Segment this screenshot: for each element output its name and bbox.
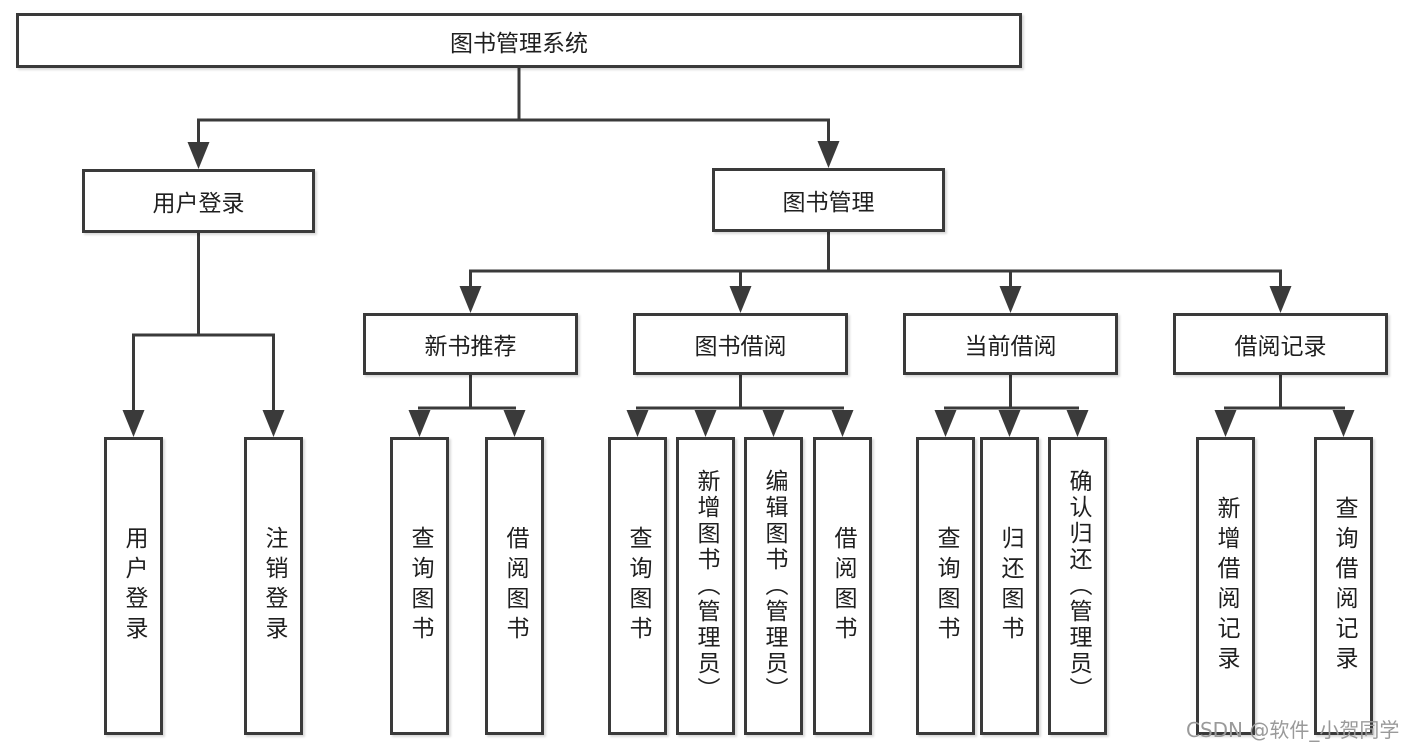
- node-leaf-logout: 注销登录: [244, 437, 303, 735]
- leaf-label: 查询图书: [625, 526, 651, 646]
- node-leaf-return-books: 归还图书: [980, 437, 1039, 735]
- connector-book-borrow: [626, 373, 854, 437]
- leaf-label: 借阅图书: [830, 526, 856, 646]
- node-leaf-query-books-current: 查询图书: [916, 437, 975, 735]
- connector-user-login: [122, 231, 285, 437]
- connector-book-mgmt: [459, 230, 1292, 313]
- node-root: 图书管理系统: [16, 13, 1022, 68]
- node-leaf-query-books-borrow: 查询图书: [608, 437, 667, 735]
- leaf-label: 用户登录: [121, 526, 147, 646]
- connector-root: [187, 64, 840, 169]
- node-leaf-user-login: 用户登录: [104, 437, 163, 735]
- node-leaf-edit-book-admin: 编辑图书（管理员）: [744, 437, 803, 735]
- leaf-label: 查询图书: [933, 526, 959, 646]
- leaf-label: 归还图书: [997, 526, 1023, 646]
- leaf-label: 新增借阅记录: [1213, 496, 1239, 676]
- leaf-label: 确认归还（管理员）: [1065, 469, 1091, 703]
- leaf-label: 新增图书（管理员）: [693, 469, 719, 703]
- leaf-label: 查询借阅记录: [1331, 496, 1357, 676]
- leaf-label: 编辑图书（管理员）: [761, 469, 787, 703]
- node-leaf-query-borrow-record: 查询借阅记录: [1314, 437, 1373, 735]
- leaf-label: 查询图书: [407, 526, 433, 646]
- connector-current-borrow: [934, 373, 1089, 437]
- node-borrow-records: 借阅记录: [1173, 313, 1388, 375]
- node-book-borrow: 图书借阅: [633, 313, 848, 375]
- leaf-label: 注销登录: [261, 526, 287, 646]
- node-current-borrow: 当前借阅: [903, 313, 1118, 375]
- node-user-login: 用户登录: [82, 169, 315, 233]
- node-book-mgmt: 图书管理: [712, 168, 945, 232]
- node-new-books: 新书推荐: [363, 313, 578, 375]
- connector-borrow-records: [1214, 373, 1355, 437]
- node-leaf-borrow-books-newbooks: 借阅图书: [485, 437, 544, 735]
- connector-new-books: [408, 373, 526, 437]
- csdn-watermark: CSDN @软件_小贺同学: [1186, 718, 1400, 742]
- node-leaf-borrow-books: 借阅图书: [813, 437, 872, 735]
- node-leaf-add-borrow-record: 新增借阅记录: [1196, 437, 1255, 735]
- node-leaf-confirm-return-admin: 确认归还（管理员）: [1048, 437, 1107, 735]
- node-leaf-add-book-admin: 新增图书（管理员）: [676, 437, 735, 735]
- node-leaf-query-books-newbooks: 查询图书: [390, 437, 449, 735]
- leaf-label: 借阅图书: [502, 526, 528, 646]
